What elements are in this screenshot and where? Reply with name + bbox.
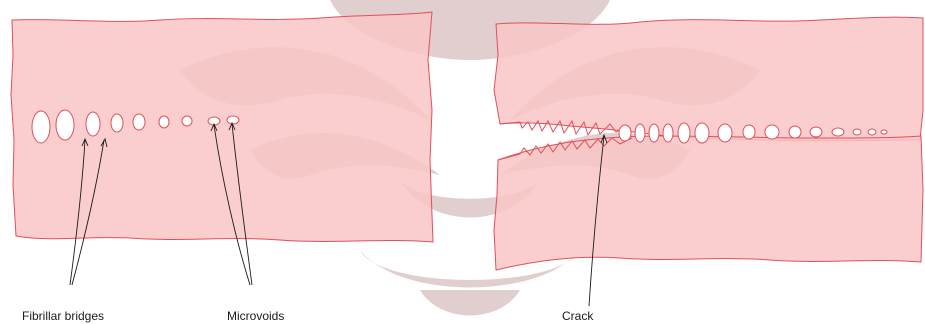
void xyxy=(663,124,673,142)
label-microvoids: Microvoids xyxy=(227,309,284,323)
void xyxy=(765,125,779,139)
label-crack: Crack xyxy=(562,309,594,323)
void xyxy=(832,128,844,136)
void xyxy=(789,126,801,138)
right-polymer-upper xyxy=(494,17,923,141)
void xyxy=(32,111,50,143)
void xyxy=(111,114,123,132)
void xyxy=(881,130,887,134)
void xyxy=(678,123,690,143)
right-polymer-lower xyxy=(494,136,923,270)
void xyxy=(619,125,631,141)
label-fibrillar-bridges: Fibrillar bridges xyxy=(22,309,104,323)
void xyxy=(182,116,192,126)
void xyxy=(133,114,145,130)
void xyxy=(810,127,822,137)
void xyxy=(86,112,100,136)
void xyxy=(853,129,861,135)
void xyxy=(695,123,709,143)
void xyxy=(868,129,876,135)
void xyxy=(635,124,645,142)
void xyxy=(649,124,659,142)
void xyxy=(56,110,74,140)
void xyxy=(159,116,169,128)
void xyxy=(743,125,755,139)
right-polymer-panel xyxy=(494,17,923,270)
void xyxy=(227,116,239,124)
void xyxy=(718,124,732,142)
